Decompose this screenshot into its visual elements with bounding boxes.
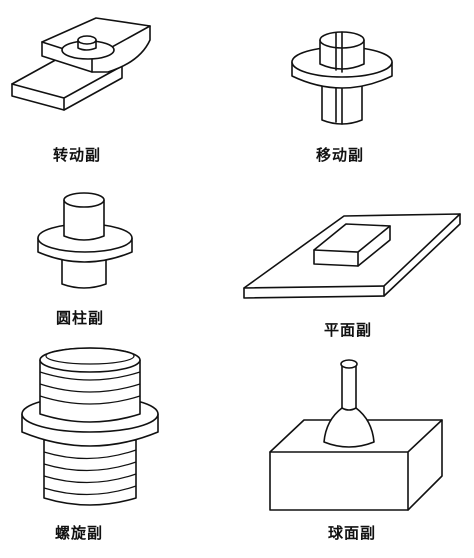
label-revolute-pair: 转动副 [53,146,102,164]
spherical-pair-drawing [269,359,443,511]
cylindrical-pair-drawing [37,192,133,289]
label-spherical-pair: 球面副 [328,524,377,542]
revolute-pair-drawing [11,17,151,111]
label-planar-pair: 平面副 [324,321,373,339]
helical-pair-drawing [21,347,159,506]
label-helical-pair: 螺旋副 [55,524,104,542]
label-cylindrical-pair: 圆柱副 [56,309,105,327]
label-prismatic-pair: 移动副 [316,146,365,164]
prismatic-pair-drawing [291,31,393,125]
planar-pair-drawing [243,213,461,299]
